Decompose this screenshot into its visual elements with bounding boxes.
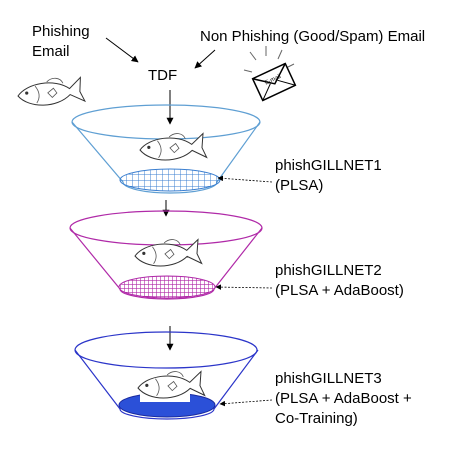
net-2 [69,210,263,300]
net-icon [118,275,216,299]
stage-3-name: phishGILLNET3 [275,370,382,387]
fish-icon [133,237,203,269]
fish-icon [16,74,86,109]
stage-1-name: phishGILLNET1 [275,157,382,174]
non-phishing-email-label: Non Phishing (Good/Spam) Email [200,28,425,45]
tdf-label: TDF [148,67,177,84]
arrow-icon [217,175,273,183]
stage-3-method-line2: Co-Training) [275,410,358,427]
arrow-icon [215,284,273,290]
stage-3-method: (PLSA + AdaBoost + [275,390,412,407]
phishing-email-label: Phishing [32,23,90,40]
phishing-email-label-line2: Email [32,43,70,60]
net-icon [119,168,221,192]
stage-2-method: (PLSA + AdaBoost) [275,282,404,299]
arrow-icon [219,399,273,407]
net-1 [71,104,261,194]
stage-2-name: phishGILLNET2 [275,262,382,279]
fish-icon [138,131,208,163]
net-3 [74,331,259,420]
stage-1-method: (PLSA) [275,177,323,194]
arrow-icon [105,37,139,63]
arrow-icon [194,49,216,69]
envelope-icon: E-mail [243,46,297,102]
